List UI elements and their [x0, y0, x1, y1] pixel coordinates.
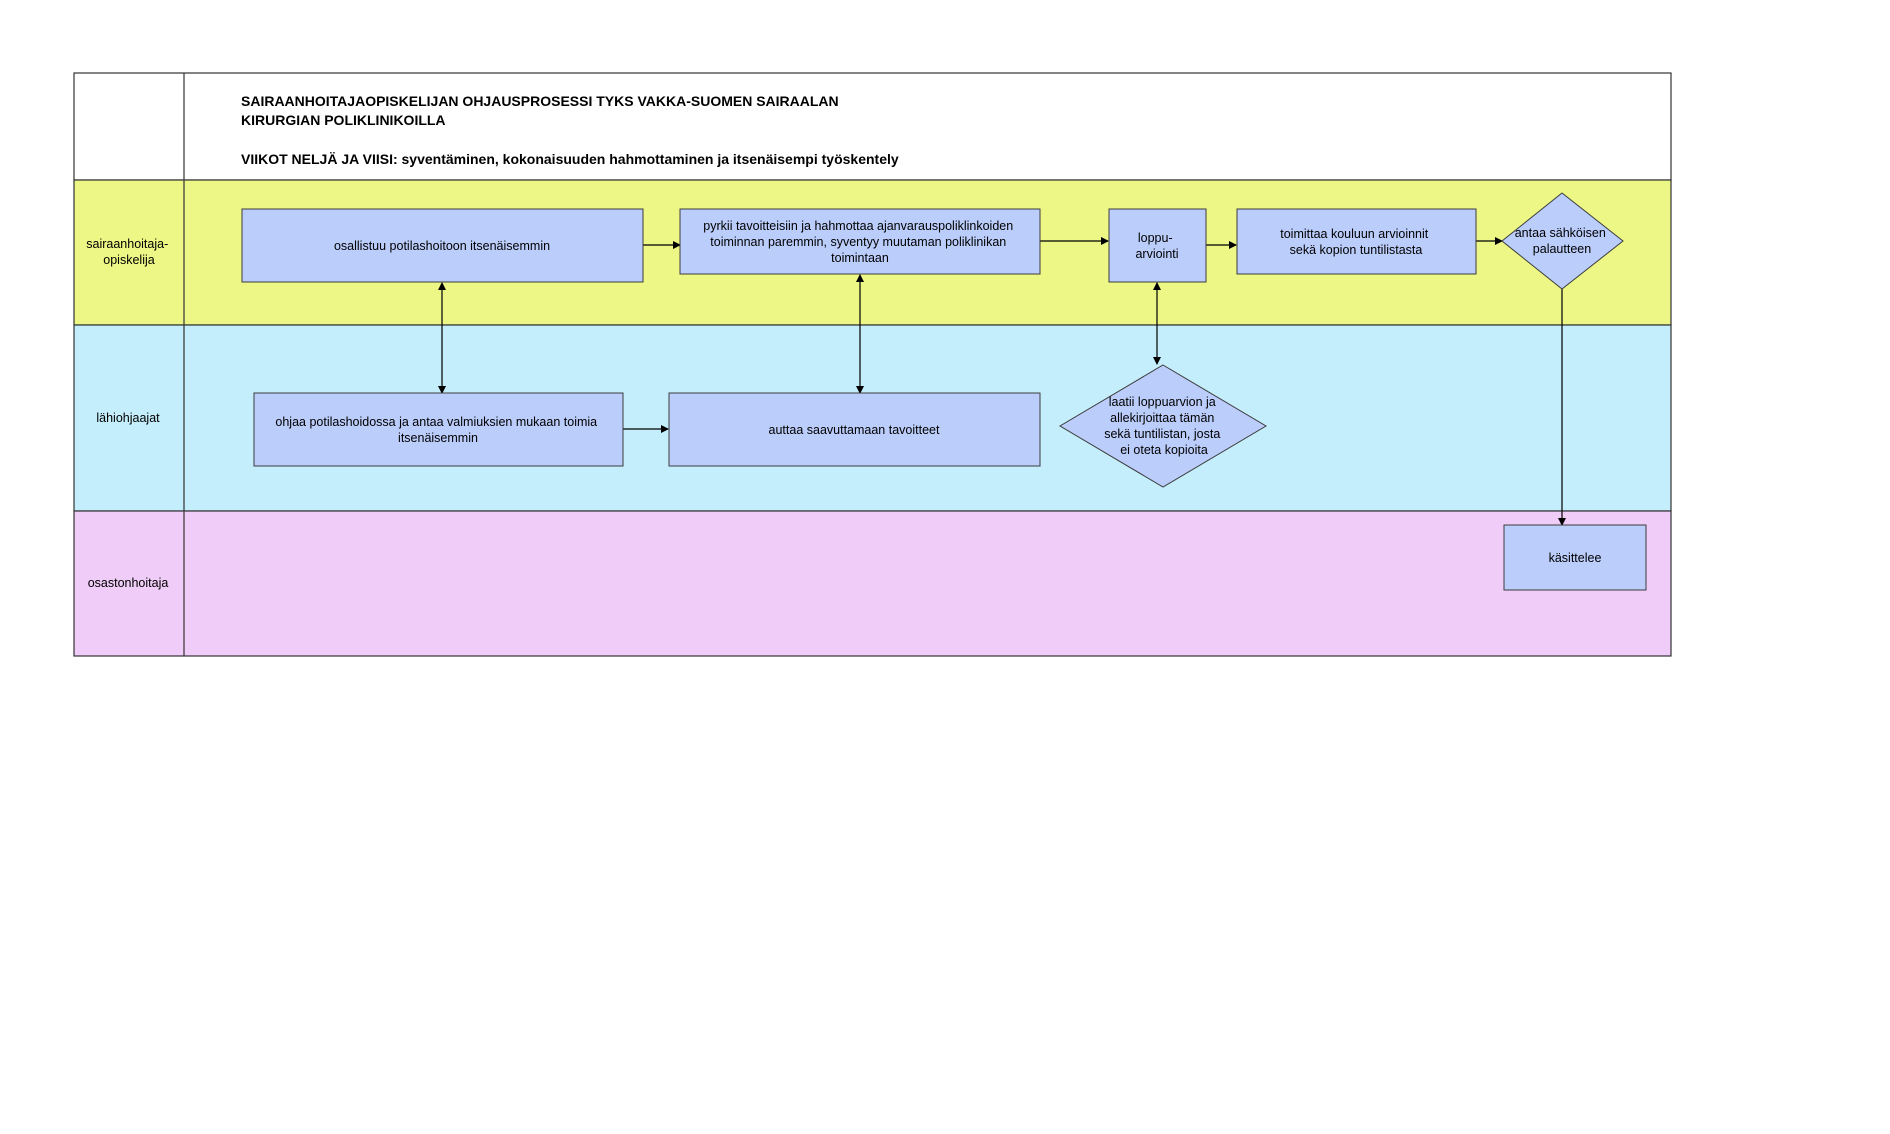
node-mentor-guides: ohjaa potilashoidossa ja antaa valmiuksi…: [253, 392, 624, 467]
diagram-title-line-2: KIRURGIAN POLIKLINIKOILLA: [241, 112, 446, 128]
node-mentor-helps-goals: auttaa saavuttamaan tavoitteet: [668, 392, 1041, 467]
lane-label-student: sairaanhoitaja- opiskelija: [86, 237, 171, 267]
node-final-evaluation: loppu- arviointi: [1108, 208, 1207, 283]
svg-text:osallistuu potilashoitoon itse: osallistuu potilashoitoon itsenäisemmin: [334, 239, 550, 253]
node-m1-line-1: ohjaa potilashoidossa ja antaa valmiuksi…: [275, 415, 597, 429]
node-electronic-feedback-decision: antaa sähköisen palautteen: [1501, 192, 1624, 290]
node-m3-line-2: allekirjoittaa tämän: [1110, 411, 1214, 425]
node-s5-line-1: antaa sähköisen: [1515, 226, 1606, 240]
node-s3-line-2: arviointi: [1135, 247, 1178, 261]
node-s2-line-1: pyrkii tavoitteisiin ja hahmottaa ajanva…: [703, 219, 1013, 233]
lane-label-mentors-line-1: lähiohjaajat: [96, 411, 160, 425]
lane-label-head-nurse-line-1: osastonhoitaja: [88, 576, 169, 590]
svg-text:toimittaa kouluun arvioinnit: toimittaa kouluun arvioinnit sekä kopion…: [1280, 227, 1431, 257]
node-s1-line-1: osallistuu potilashoitoon itsenäisemmin: [334, 239, 550, 253]
lane-label-student-line-1: sairaanhoitaja-: [86, 237, 168, 251]
svg-text:laatii loppuarvion ja al: laatii loppuarvion ja allekirjoittaa täm…: [1104, 395, 1224, 457]
node-s4-line-2: sekä kopion tuntilistasta: [1290, 243, 1423, 257]
node-s5-line-2: palautteen: [1533, 242, 1591, 256]
node-student-pursues-goals: pyrkii tavoitteisiin ja hahmottaa ajanva…: [679, 208, 1041, 275]
node-m1-line-2: itsenäisemmin: [398, 431, 478, 445]
node-m3-line-1: laatii loppuarvion ja: [1109, 395, 1216, 409]
node-s3-line-1: loppu-: [1138, 231, 1173, 245]
node-m3-line-4: ei oteta kopioita: [1120, 443, 1208, 457]
svg-text:pyrkii tavoitteisiin ja hahmot: pyrkii tavoitteisiin ja hahmottaa ajanva…: [703, 219, 1016, 265]
node-mentor-final-assessment: laatii loppuarvion ja allekirjoittaa täm…: [1059, 364, 1267, 488]
node-h1-line-1: käsittelee: [1549, 551, 1602, 565]
lane-label-head-nurse: osastonhoitaja: [88, 576, 169, 590]
svg-text:käsittelee: käsittelee: [1549, 551, 1602, 565]
lane-label-mentors: lähiohjaajat: [96, 411, 160, 425]
lane-head-nurse: [73, 510, 1672, 657]
node-s2-line-3: toimintaan: [831, 251, 889, 265]
node-m3-line-3: sekä tuntilistan, josta: [1104, 427, 1220, 441]
svg-text:auttaa saavuttamaan tavoitteet: auttaa saavuttamaan tavoitteet: [769, 423, 940, 437]
header-area: [73, 72, 1672, 181]
diagram-title-line-1: SAIRAANHOITAJAOPISKELIJAN OHJAUSPROSESSI…: [241, 93, 839, 109]
diagram-subtitle: VIIKOT NELJÄ JA VIISI: syventäminen, kok…: [241, 151, 899, 167]
node-student-participates: osallistuu potilashoitoon itsenäisemmin: [241, 208, 644, 283]
node-s2-line-2: toiminnan paremmin, syventyy muutaman po…: [710, 235, 1006, 249]
lane-label-student-line-2: opiskelija: [103, 253, 154, 267]
svg-text:antaa sähköisen palautte: antaa sähköisen palautteen: [1515, 226, 1610, 256]
node-s4-line-1: toimittaa kouluun arvioinnit: [1280, 227, 1429, 241]
node-head-nurse-processes: käsittelee: [1503, 524, 1647, 591]
node-m2-line-1: auttaa saavuttamaan tavoitteet: [769, 423, 940, 437]
svg-text:loppu- arviointi: loppu- arviointi: [1135, 231, 1178, 261]
node-deliver-evaluations: toimittaa kouluun arvioinnit sekä kopion…: [1236, 208, 1477, 275]
svg-text:ohjaa potilashoidossa ja antaa: ohjaa potilashoidossa ja antaa valmiuksi…: [275, 415, 600, 445]
